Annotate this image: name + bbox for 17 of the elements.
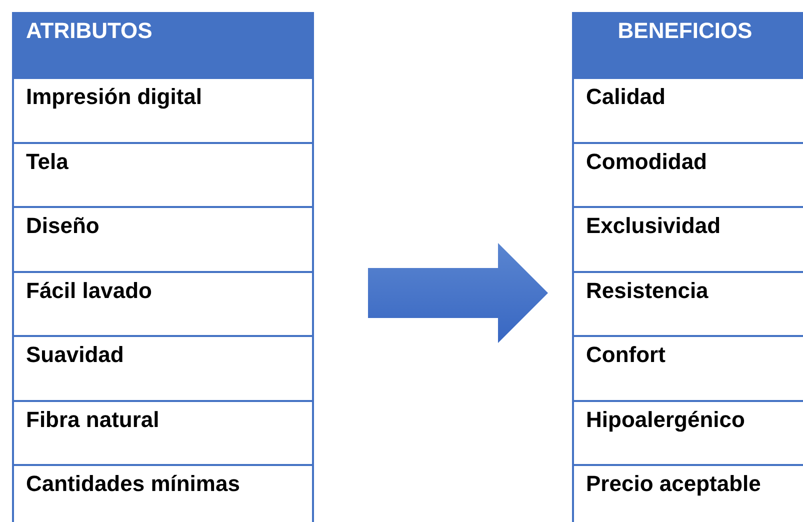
row-text: Comodidad [586,148,707,174]
row-text: Hipoalergénico [586,406,745,432]
row-text: Impresión digital [26,84,202,110]
row-text: Tela [26,148,68,174]
row-text: Resistencia [586,278,708,304]
block-arrow [368,243,548,343]
row-text: Suavidad [26,342,124,368]
row-text: Cantidades mínimas [26,471,240,497]
header-text: ATRIBUTOS [26,18,152,44]
row-text: Confort [586,342,666,368]
row-text: Fácil lavado [26,278,152,304]
row-text: Precio aceptable [586,471,761,497]
row-text: Exclusividad [586,213,721,239]
row-text: Fibra natural [26,406,160,432]
row-text: Calidad [586,84,666,110]
row-text: Diseño [26,213,100,239]
header-text: BENEFICIOS [618,18,752,44]
